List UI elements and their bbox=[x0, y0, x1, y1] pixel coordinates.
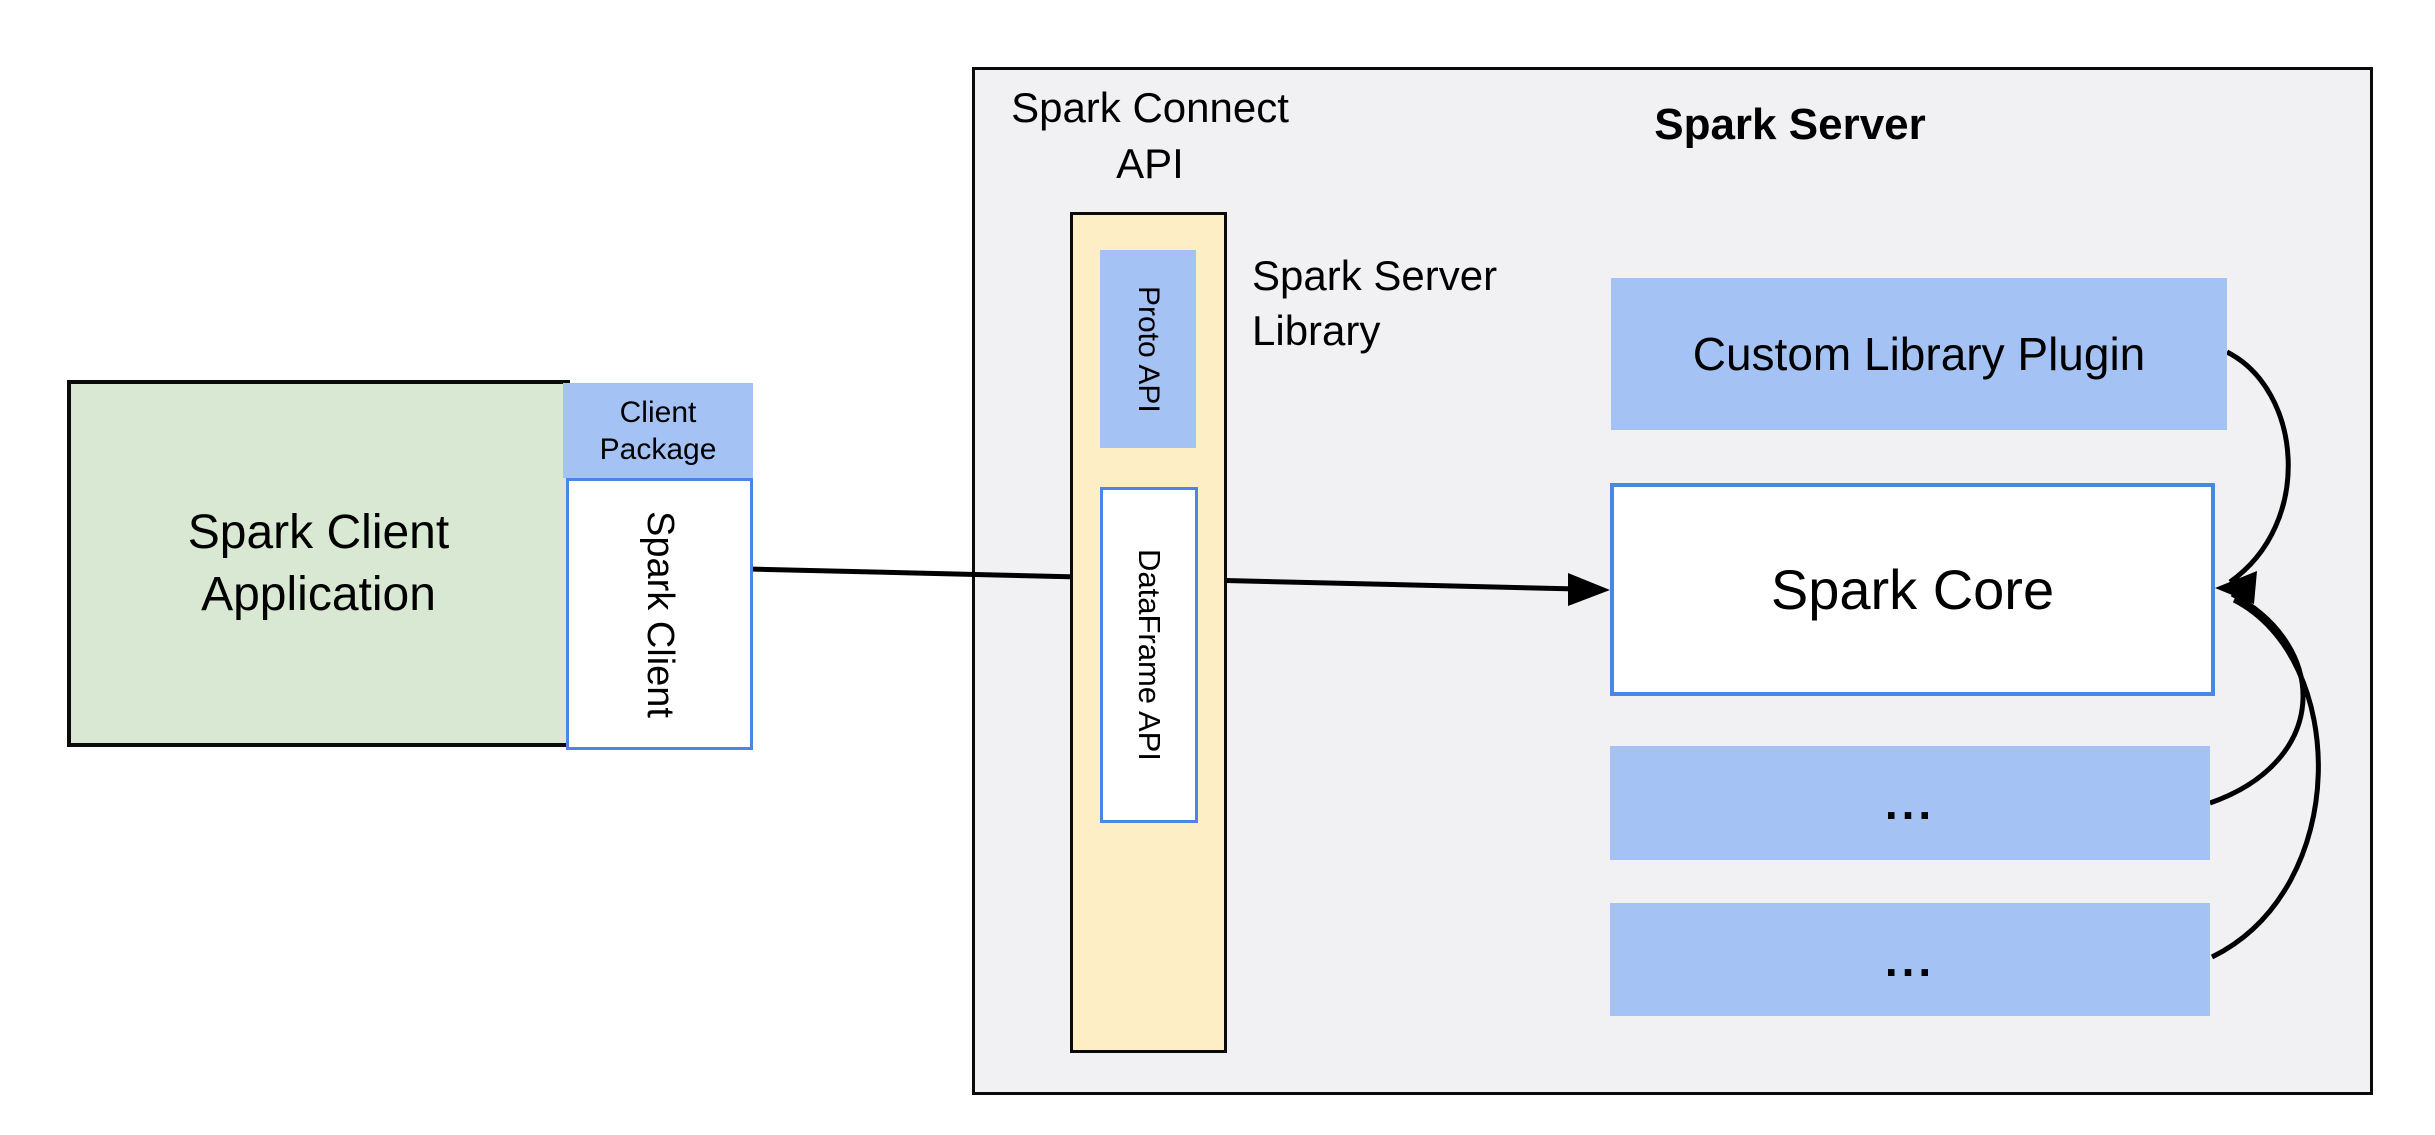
dataframe-api-label: DataFrame API bbox=[1132, 549, 1167, 761]
core-right-arrowhead bbox=[2215, 571, 2257, 604]
custom-library-plugin-box: Custom Library Plugin bbox=[1611, 278, 2227, 430]
spark-client-label: Spark Client bbox=[639, 510, 681, 718]
plugin-placeholder-box-2: ... bbox=[1610, 903, 2210, 1016]
plugin-to-core-connector bbox=[2225, 349, 2291, 585]
spark-client-box: Spark Client bbox=[566, 478, 753, 750]
client-package-box: Client Package bbox=[563, 383, 753, 478]
custom-library-plugin-label: Custom Library Plugin bbox=[1692, 328, 2146, 380]
client-package-label: Client Package bbox=[599, 395, 717, 466]
spark-server-title: Spark Server bbox=[1654, 100, 1926, 149]
placeholder1-to-core-connector bbox=[2209, 591, 2306, 806]
plugin-placeholder-label-1: ... bbox=[1884, 777, 1936, 829]
spark-connect-api-label: Spark Connect API bbox=[1011, 84, 1289, 187]
spark-core-label: Spark Core bbox=[1770, 558, 2055, 621]
placeholder2-to-core-connector bbox=[2210, 597, 2321, 960]
spark-client-application-label: Spark Client Application bbox=[187, 505, 450, 621]
proto-api-label: Proto API bbox=[1132, 285, 1165, 413]
client-to-core-arrowhead bbox=[1568, 573, 1610, 606]
spark-server-library-label: Spark Server Library bbox=[1252, 252, 1498, 354]
dataframe-api-box: DataFrame API bbox=[1100, 487, 1198, 823]
plugin-placeholder-box-1: ... bbox=[1610, 746, 2210, 860]
proto-api-box: Proto API bbox=[1100, 250, 1196, 448]
plugin-placeholder-label-2: ... bbox=[1884, 933, 1936, 986]
spark-core-box: Spark Core bbox=[1610, 483, 2215, 696]
spark-client-application-box: Spark Client Application bbox=[67, 380, 570, 747]
